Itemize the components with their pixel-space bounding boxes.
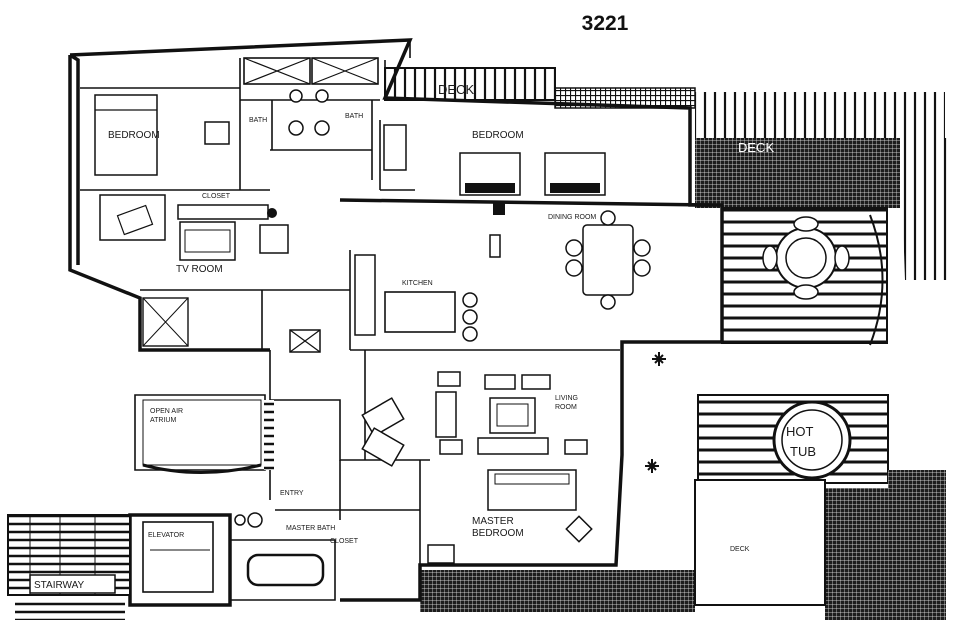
label-deck-right: DECK [738,140,774,155]
label-master-bedroom-1: MASTER [472,516,514,527]
unit-number: 3221 [581,12,629,35]
label-deck-top: DECK [438,82,474,97]
label-open-air-1: OPEN AIR [150,408,183,415]
bedroom-left-furniture [94,94,158,176]
label-master-bath: MASTER BATH [286,525,335,532]
atrium-fixtures [142,399,274,474]
deck-top-hatch [384,67,696,109]
label-hot-tub-1: HOT [786,424,814,439]
living-room-furniture [361,371,588,467]
label-entry: ENTRY [280,490,304,497]
label-bedroom-center: BEDROOM [472,130,524,141]
label-closet: CLOSET [202,193,231,200]
dining-table [489,210,651,310]
deck-table [762,216,850,300]
label-bath-2: BATH [345,113,363,120]
deck-right-area [695,92,950,346]
label-deck-bottom: DECK [730,546,750,553]
label-dining-room: DINING ROOM [548,214,596,221]
label-kitchen: KITCHEN [402,280,433,287]
label-bedroom-left: BEDROOM [108,130,160,141]
master-bedroom-furniture [427,469,593,564]
label-master-bedroom-2: BEDROOM [472,528,524,539]
label-closet-master: CLOSET [330,538,359,545]
plant-decor [645,352,666,473]
label-living-room-1: LIVING [555,395,578,402]
label-hot-tub-2: TUB [790,444,816,459]
label-bath-1: BATH [249,117,267,124]
stairway-area [7,514,131,620]
tv-room-furniture [99,194,289,261]
label-tv-room: TV ROOM [176,264,223,275]
bottom-fixtures [142,297,325,593]
kitchen-fixtures [289,254,478,353]
center-bedroom-beds [459,152,606,215]
label-elevator: ELEVATOR [148,532,184,539]
label-open-air-2: ATRIUM [150,417,176,424]
label-stairway: STAIRWAY [34,580,85,591]
label-living-room-2: ROOM [555,404,577,411]
interior-walls [80,58,711,607]
hot-tub [772,400,852,480]
bath-fixtures-top [204,57,407,171]
